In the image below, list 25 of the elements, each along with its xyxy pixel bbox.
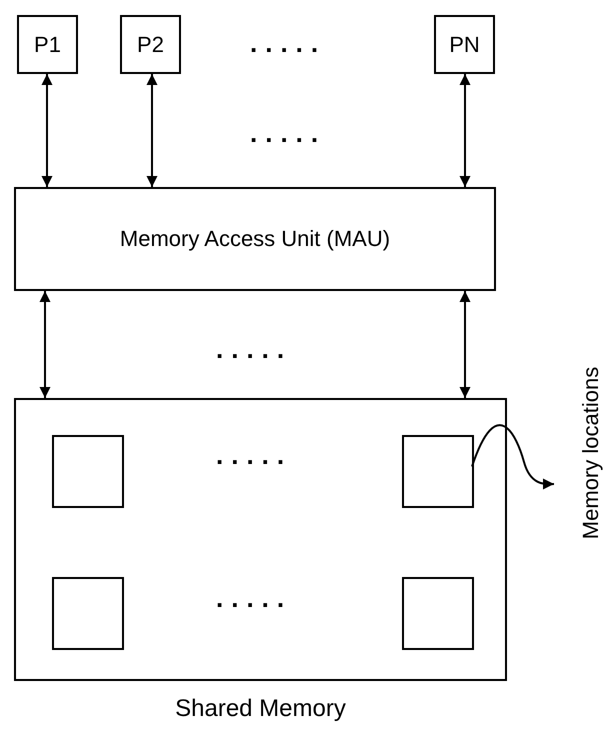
arrow bbox=[42, 74, 52, 187]
process-box bbox=[17, 15, 78, 74]
process-box bbox=[434, 15, 495, 74]
arrow bbox=[40, 291, 50, 398]
arrow bbox=[460, 291, 470, 398]
memory-cell bbox=[52, 577, 124, 650]
box-label: P1 bbox=[34, 32, 61, 58]
arrow bbox=[460, 74, 470, 187]
box-label: Memory Access Unit (MAU) bbox=[120, 226, 390, 252]
box-label: P2 bbox=[137, 32, 164, 58]
ellipsis-dots: ..... bbox=[216, 336, 292, 362]
ellipsis-dots: ..... bbox=[250, 120, 326, 146]
ellipsis-dots: ..... bbox=[216, 585, 292, 611]
vertical-label: Memory locations bbox=[578, 366, 604, 540]
process-box bbox=[14, 187, 496, 291]
memory-cell bbox=[402, 577, 474, 650]
box-label: PN bbox=[449, 32, 480, 58]
ellipsis-dots: ..... bbox=[250, 30, 326, 56]
process-box bbox=[120, 15, 181, 74]
arrow bbox=[146, 74, 158, 187]
memory-cell bbox=[52, 435, 124, 508]
memory-cell bbox=[402, 435, 474, 508]
ellipsis-dots: ..... bbox=[216, 442, 292, 468]
arrow bbox=[471, 424, 554, 490]
box-heading: Shared Memory bbox=[174, 695, 347, 723]
